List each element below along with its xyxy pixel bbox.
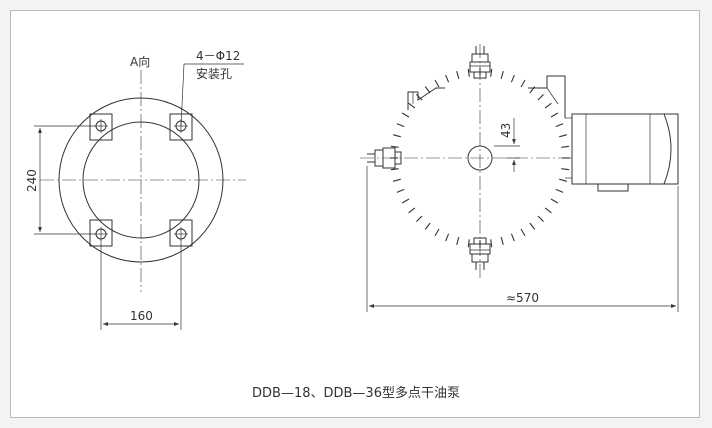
housing-tick xyxy=(561,145,570,148)
bottom-outlet-fitting xyxy=(469,237,491,270)
housing-tick xyxy=(467,239,470,248)
housing-tick xyxy=(467,68,470,77)
housing-tick xyxy=(408,102,416,109)
hole-spec-line2: 安装孔 xyxy=(196,66,232,81)
housing-tick xyxy=(559,134,568,138)
housing-tick xyxy=(390,145,399,148)
housing-tick xyxy=(390,168,399,171)
housing-tick xyxy=(559,178,568,182)
housing-tick xyxy=(510,74,515,83)
dimension-height: 240 xyxy=(25,125,96,235)
drive-motor xyxy=(565,113,679,192)
bracket-top-left xyxy=(89,113,113,141)
housing-tick xyxy=(392,134,401,138)
housing-tick xyxy=(550,198,559,204)
dimension-height-label: 240 xyxy=(25,169,39,192)
drawing-panel xyxy=(10,10,700,418)
housing-tick xyxy=(529,222,536,230)
housing-tick xyxy=(401,112,410,118)
housing-tick xyxy=(490,68,493,77)
dimension-overall-label: ≈570 xyxy=(506,291,539,305)
housing-tick xyxy=(424,222,431,230)
housing-tick xyxy=(408,207,416,214)
housing-tick xyxy=(550,112,559,118)
housing-tick xyxy=(416,94,423,101)
housing-tick xyxy=(510,233,515,242)
dimension-offset: 43 xyxy=(494,118,520,172)
housing-tick xyxy=(555,188,564,193)
housing-tick xyxy=(500,70,504,79)
housing-tick xyxy=(445,233,450,242)
housing-tick xyxy=(544,102,552,109)
dimension-width: 160 xyxy=(100,240,182,330)
pump-side-view: 43 ≈570 xyxy=(360,44,679,312)
housing-tick xyxy=(456,70,460,79)
housing-tick xyxy=(537,94,544,101)
dimension-width-label: 160 xyxy=(130,309,153,323)
pump-hub-circle xyxy=(467,145,493,171)
housing-tick xyxy=(416,215,423,222)
housing-tick xyxy=(434,79,440,88)
housing-tick xyxy=(520,79,526,88)
housing-tick xyxy=(500,237,504,246)
housing-tick xyxy=(401,198,410,204)
flange-outer-circle xyxy=(58,97,224,263)
housing-tick xyxy=(445,74,450,83)
pump-bracket-right xyxy=(528,75,566,118)
housing-tick xyxy=(396,123,405,128)
housing-tick xyxy=(424,86,431,94)
housing-tick xyxy=(392,178,401,182)
top-outlet-fitting xyxy=(469,46,491,79)
housing-tick xyxy=(537,215,544,222)
flange-inner-circle xyxy=(82,121,200,239)
housing-tick xyxy=(490,239,493,248)
hole-spec-leader: 4－Φ12 安装孔 xyxy=(180,49,244,127)
housing-tick xyxy=(396,188,405,193)
pump-ticked-housing xyxy=(390,68,570,248)
motor-body xyxy=(571,113,679,185)
housing-tick xyxy=(561,168,570,171)
dimension-offset-label: 43 xyxy=(499,123,513,138)
bracket-top-right xyxy=(169,113,193,141)
motor-base xyxy=(597,183,629,192)
housing-tick xyxy=(555,123,564,128)
left-inlet-fitting xyxy=(367,147,402,169)
hole-spec-line1: 4－Φ12 xyxy=(196,49,240,63)
housing-tick xyxy=(434,228,440,237)
a-view-flange: A向 xyxy=(25,49,246,330)
housing-tick xyxy=(544,207,552,214)
housing-tick xyxy=(520,228,526,237)
view-label: A向 xyxy=(130,54,150,69)
pump-bracket-left xyxy=(407,87,445,110)
dimension-overall: ≈570 xyxy=(366,166,679,312)
housing-tick xyxy=(456,237,460,246)
figure-caption: DDB—18、DDB—36型多点干油泵 xyxy=(252,386,460,401)
